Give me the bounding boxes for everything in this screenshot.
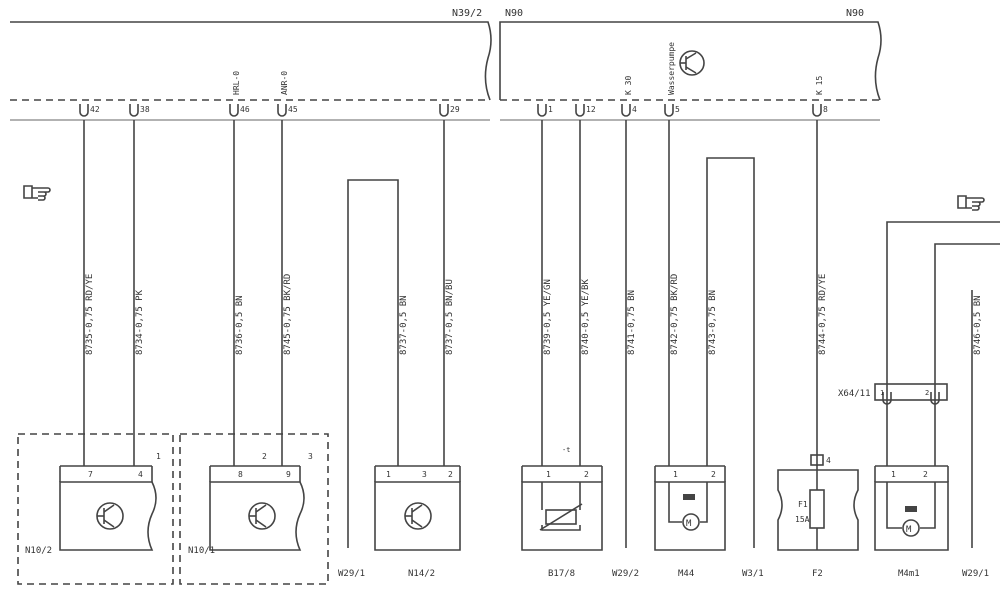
wire-label: 8745-0,75 BK/RD <box>283 274 293 355</box>
terminal-label: 2 <box>925 389 929 397</box>
component-label-n14-2: N14/2 <box>408 569 435 579</box>
module-label-n90-left: N90 <box>505 8 523 19</box>
component-f2 <box>777 454 859 551</box>
terminal-label: 1 <box>673 470 678 479</box>
component-m4m1: M <box>874 465 949 551</box>
pin-1: 1 <box>548 105 553 114</box>
module-label-n39-2: N39/2 <box>452 8 482 19</box>
component-m44: M <box>654 465 726 551</box>
component-label-f2: F2 <box>812 569 823 579</box>
component-label-n10-1: N10/1 <box>188 546 215 556</box>
pin-5: 5 <box>675 105 680 114</box>
terminal-label: 3 <box>422 470 427 479</box>
signal-k15: K 15 <box>815 76 824 95</box>
terminal-label: 8 <box>238 470 243 479</box>
component-n10-1 <box>179 433 329 585</box>
wire-label: 8734-0,75 PK <box>135 289 145 355</box>
module-label-n90-right: N90 <box>846 8 864 19</box>
wire-label: 8735-0,75 RD/YE <box>85 274 95 355</box>
pin-8: 8 <box>823 105 828 114</box>
wire-label: 8737-0,5 BN/BU <box>445 279 455 355</box>
terminal-label: 1 <box>880 389 884 397</box>
pin-46: 46 <box>240 105 250 114</box>
fuse-label: F1 <box>798 500 808 509</box>
component-label-b17-8: B17/8 <box>548 569 575 579</box>
wires <box>83 120 1000 548</box>
terminal-label: 1 <box>156 452 161 461</box>
pin-42: 42 <box>90 105 100 114</box>
pin-29: 29 <box>450 105 460 114</box>
pin-taps <box>79 104 822 117</box>
terminal-label: 2 <box>923 470 928 479</box>
terminal-label: 1 <box>891 470 896 479</box>
terminal-label: 9 <box>286 470 291 479</box>
module-n39-2 <box>10 21 492 121</box>
component-b17-8 <box>521 465 603 551</box>
hand-pointer-icon <box>23 185 51 201</box>
terminal-label: 7 <box>88 470 93 479</box>
signal-k30: K 30 <box>624 76 633 95</box>
component-label-m4m1: M4m1 <box>898 569 920 579</box>
wire-label: 8737-0,5 BN <box>399 295 409 355</box>
motor-icon: M <box>686 519 692 529</box>
component-label-w29-2: W29/2 <box>612 569 639 579</box>
terminal-label: 1 <box>546 470 551 479</box>
fuse-rating: 15A <box>795 515 810 524</box>
component-label-m44: M44 <box>678 569 694 579</box>
terminal-label: 2 <box>262 452 267 461</box>
component-n10-2 <box>17 433 174 585</box>
wire-label: 8739-0,5 YE/GN <box>543 279 553 355</box>
component-label-w29-1: W29/1 <box>338 569 365 579</box>
wire-label: 8742-0,75 BK/RD <box>670 274 680 355</box>
component-label-w3-1: W3/1 <box>742 569 764 579</box>
component-n14-2 <box>374 465 461 551</box>
terminal-label: 2 <box>711 470 716 479</box>
terminal-label: -t <box>562 446 570 454</box>
connector-label: X64/11 <box>838 389 871 399</box>
terminal-label: 2 <box>584 470 589 479</box>
pin-12: 12 <box>586 105 596 114</box>
terminal-label: 1 <box>386 470 391 479</box>
terminal-label: 3 <box>308 452 313 461</box>
terminal-label: 2 <box>448 470 453 479</box>
component-label-n10-2: N10/2 <box>25 546 52 556</box>
wire-label: 8746-0,5 BN <box>973 295 983 355</box>
pin-38: 38 <box>140 105 150 114</box>
hand-pointer-icon <box>957 195 985 211</box>
wire-label: 8741-0,75 BN <box>627 290 637 355</box>
wire-label: 8744-0,75 RD/YE <box>818 274 828 355</box>
connector-x64-11 <box>874 383 948 405</box>
component-label-w29-1b: W29/1 <box>962 569 989 579</box>
pin-4: 4 <box>632 105 637 114</box>
signal-wasserpumpe: Wasserpumpe <box>667 42 676 95</box>
wire-label: 8740-0,5 YE/BK <box>581 279 591 355</box>
terminal-label: 4 <box>826 456 831 465</box>
terminal-label: 4 <box>138 470 143 479</box>
signal-anr: ANR-0 <box>280 71 289 95</box>
signal-hrl: HRL-0 <box>232 71 241 95</box>
pin-45: 45 <box>288 105 298 114</box>
transistor-icon <box>679 50 705 76</box>
motor-icon: M <box>906 525 912 535</box>
wire-label: 8736-0,5 BN <box>235 295 245 355</box>
wire-label: 8743-0,75 BN <box>708 290 718 355</box>
